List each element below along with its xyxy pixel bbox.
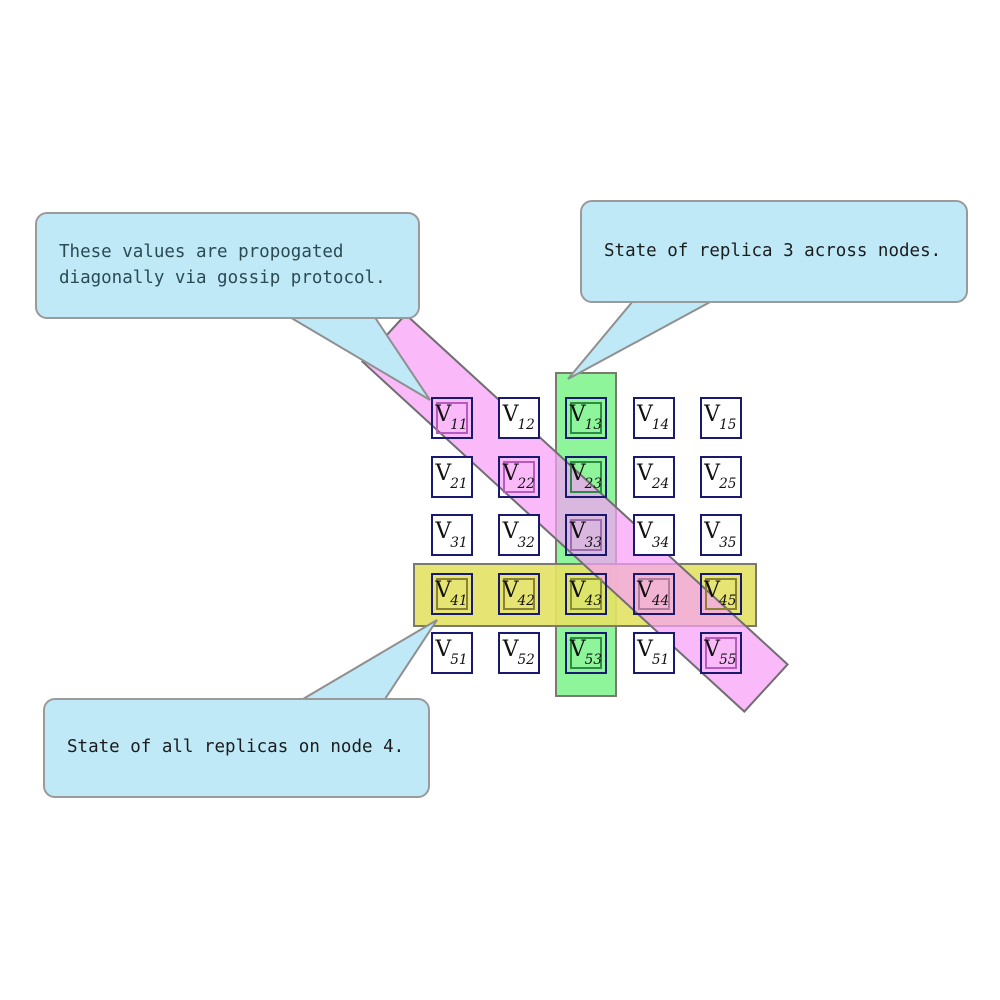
cell-label: V45 [704, 578, 737, 610]
cell-label: V35 [704, 519, 737, 551]
grid-cell-v15: V15 [699, 397, 742, 439]
grid-cell-v25: V25 [699, 455, 742, 498]
cell-label: V34 [636, 519, 670, 551]
callout-replica-3: State of replica 3 across nodes. [580, 200, 968, 303]
grid-cell-v51: V51 [632, 631, 675, 674]
grid-cell-v52: V52 [498, 631, 541, 674]
cell-label: V24 [636, 460, 670, 493]
cell-label: V13 [569, 401, 602, 434]
callout-replica-3-text: State of replica 3 across nodes. [604, 240, 942, 261]
cell-label: V43 [569, 578, 602, 610]
grid-cell-v12: V12 [498, 397, 541, 439]
callout-node-4-text: State of all replicas on node 4. [67, 737, 405, 758]
cell-label: V42 [502, 578, 535, 610]
grid-cell-v34: V34 [632, 514, 675, 557]
cell-label: V52 [502, 636, 535, 669]
grid-cell-v14: V14 [632, 397, 675, 439]
cell-label: V14 [636, 401, 670, 434]
grid-cell-v31: V31 [431, 514, 473, 557]
grid-cell-v21: V21 [431, 455, 473, 498]
grid-cell-v24: V24 [632, 455, 675, 498]
cell-label: V44 [636, 578, 670, 610]
cell-label: V15 [704, 401, 737, 434]
cell-label: V25 [704, 460, 737, 493]
callout-gossip-protocol: These values are propogated diagonally v… [35, 212, 420, 319]
grid-cell-v32: V32 [498, 514, 541, 557]
cell-label: V22 [502, 460, 535, 493]
cell-label: V21 [435, 460, 468, 493]
cell-label: V23 [569, 460, 602, 493]
callout-node-4: State of all replicas on node 4. [43, 698, 430, 798]
callout-gossip-text: These values are propogated diagonally v… [59, 242, 386, 288]
cell-label: V33 [569, 519, 602, 551]
cell-label: V53 [569, 636, 602, 669]
cell-label: V12 [502, 401, 535, 434]
grid-cell-v51: V51 [431, 631, 473, 674]
cell-label: V11 [435, 401, 468, 434]
cell-label: V51 [636, 636, 670, 669]
grid-cell-v35: V35 [699, 514, 742, 557]
cell-label: V51 [435, 636, 468, 669]
cell-label: V31 [435, 519, 468, 551]
cell-label: V41 [435, 578, 468, 610]
cell-label: V32 [502, 519, 535, 551]
cell-label: V55 [704, 636, 737, 669]
